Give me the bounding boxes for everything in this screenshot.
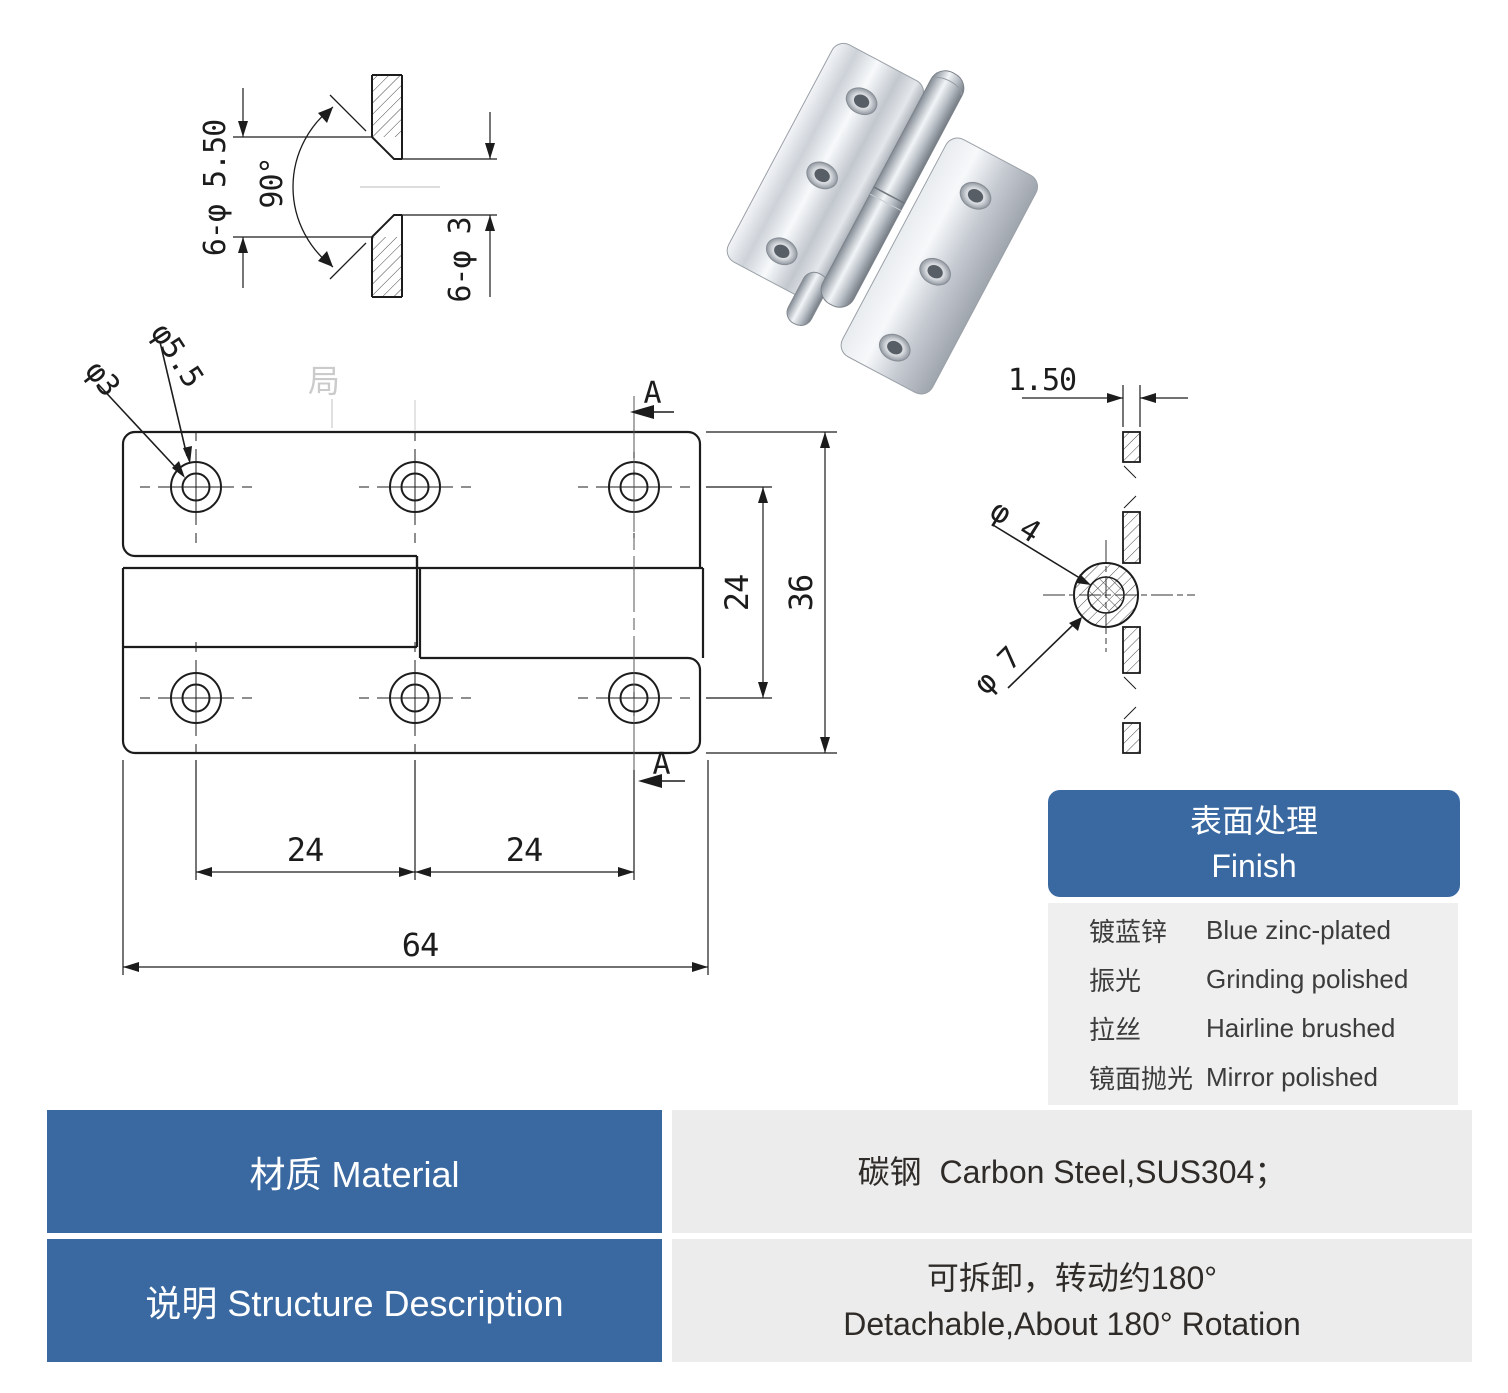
- side-barrel-section: [1043, 540, 1195, 652]
- section-label-bottom: A: [652, 747, 670, 782]
- section-label-top: A: [643, 376, 661, 411]
- spec-label-description: 说明 Structure Description: [47, 1239, 662, 1362]
- arrow-up-icon: [238, 237, 248, 253]
- finish-table-header: 表面处理 Finish: [1048, 790, 1460, 897]
- plan-knuckle-strip: [121, 556, 705, 741]
- arrow-down-icon: [238, 121, 248, 137]
- arrow-down-icon: [485, 143, 495, 159]
- hole: [140, 431, 252, 543]
- hole: [359, 642, 471, 754]
- watermark: 局: [308, 363, 340, 428]
- finish-cn: 振光: [1089, 966, 1142, 996]
- finish-row: 振光 Grinding polished: [1048, 955, 1458, 1004]
- detail-plate-hatch-bottom: [372, 237, 402, 297]
- finish-en: Blue zinc-plated: [1206, 915, 1391, 945]
- finish-table-body: 镀蓝锌 Blue zinc-plated 振光 Grinding polishe…: [1048, 903, 1458, 1105]
- plan-bottom-leaf-outline: [121, 656, 702, 755]
- finish-en: Mirror polished: [1206, 1062, 1378, 1092]
- section-arrow-left-icon: [630, 405, 654, 419]
- spec-value-line: 可拆卸，转动约180°: [926, 1259, 1218, 1296]
- finish-en: Grinding polished: [1206, 964, 1409, 994]
- finish-row: 镀蓝锌 Blue zinc-plated: [1048, 906, 1458, 955]
- finish-header-en: Finish: [1211, 847, 1297, 884]
- leader-arrow-icon: [1069, 617, 1082, 631]
- detail-angle-arc: [292, 106, 334, 268]
- photo-barrel: [820, 70, 965, 308]
- detail-angle-extension-lines: [329, 94, 367, 280]
- plan-holes: [140, 431, 690, 754]
- plan-dim-pitch-b: 24: [506, 831, 543, 869]
- photo-holes: [765, 87, 992, 362]
- detail-dim-countersink: 6-φ 5.50: [198, 120, 233, 257]
- finish-cn: 镀蓝锌: [1089, 917, 1168, 947]
- leader-arrow-icon: [1076, 574, 1091, 585]
- finish-row: 镜面抛光 Mirror polished: [1048, 1053, 1458, 1102]
- photo-barrel-seam: [873, 186, 906, 205]
- plan-dimension-arrows: [123, 432, 830, 972]
- plan-dim-pitch-a: 24: [287, 831, 324, 869]
- spec-label-material: 材质 Material: [47, 1110, 662, 1233]
- watermark-character: 局: [308, 363, 340, 399]
- spec-value-line: Detachable,About 180° Rotation: [843, 1305, 1301, 1342]
- detail-dim-through: 6-φ 3: [443, 217, 478, 302]
- hinge-plan-view: φ5.5 φ3 A A: [78, 317, 837, 975]
- plan-leader-inner: φ3: [78, 354, 127, 402]
- spec-value-description: 可拆卸，转动约180° Detachable,About 180° Rotati…: [672, 1239, 1472, 1362]
- detail-dim-countersink-lines: [233, 88, 372, 288]
- side-leader-pin: φ 4: [984, 493, 1046, 550]
- finish-row: 拉丝 Hairline brushed: [1048, 1004, 1458, 1053]
- barrel-centerlines: [1043, 540, 1195, 652]
- arrow-up-icon: [485, 215, 495, 231]
- photo-pin-cap: [931, 76, 962, 96]
- section-arrow-left-icon: [638, 774, 662, 788]
- arc-arrow-bottom-icon: [318, 251, 333, 267]
- plan-top-leaf-outline: [121, 430, 702, 568]
- arrow-right-icon: [1107, 393, 1123, 403]
- hinge-side-section-view: 1.50 φ 4 φ 7: [967, 363, 1195, 754]
- plan-leader-outer: φ5.5: [143, 317, 210, 393]
- leader-arrow-icon: [183, 446, 192, 464]
- finish-cn: 镜面抛光: [1089, 1064, 1194, 1094]
- hinge-product-photo: [726, 42, 1039, 395]
- side-leaders: φ 4 φ 7: [967, 493, 1091, 702]
- hole: [359, 431, 471, 543]
- side-countersink-marks: [1123, 465, 1137, 720]
- plan-dimensions: [122, 431, 837, 975]
- finish-cn: 拉丝: [1089, 1015, 1142, 1045]
- detail-dim-angle: 90°: [255, 157, 290, 208]
- leader-arrow-icon: [172, 461, 185, 478]
- spec-value-material: 碳钢 Carbon Steel,SUS304；: [672, 1110, 1472, 1233]
- finish-en: Hairline brushed: [1206, 1013, 1396, 1043]
- arc-arrow-top-icon: [318, 107, 333, 123]
- side-thickness-dim: 1.50: [1008, 363, 1188, 427]
- hole: [140, 642, 252, 754]
- plan-hole-leaders: φ5.5 φ3: [78, 317, 210, 478]
- side-leader-barrel: φ 7: [967, 641, 1028, 702]
- side-dim-thickness: 1.50: [1008, 363, 1076, 398]
- detail-plate-outline: [371, 74, 403, 298]
- side-plate: [1122, 431, 1141, 754]
- plan-dim-row-spacing: 24: [718, 575, 756, 612]
- plan-dim-height: 36: [782, 575, 820, 612]
- photo-bottom-knuckle: [786, 271, 829, 327]
- detail-dim-through-lines: [402, 112, 497, 297]
- spec-value-line: 碳钢 Carbon Steel,SUS304；: [857, 1153, 1287, 1190]
- plan-section-marks: A A: [414, 376, 685, 788]
- photo-barrel-seam-highlight: [869, 193, 902, 211]
- countersink-detail-view: 6-φ 5.50 90° 6-φ 3: [198, 74, 497, 303]
- detail-plate-hatch-top: [372, 75, 402, 137]
- finish-header-cn: 表面处理: [1189, 802, 1318, 839]
- plan-dim-width: 64: [402, 926, 439, 964]
- arrow-left-icon: [1140, 393, 1156, 403]
